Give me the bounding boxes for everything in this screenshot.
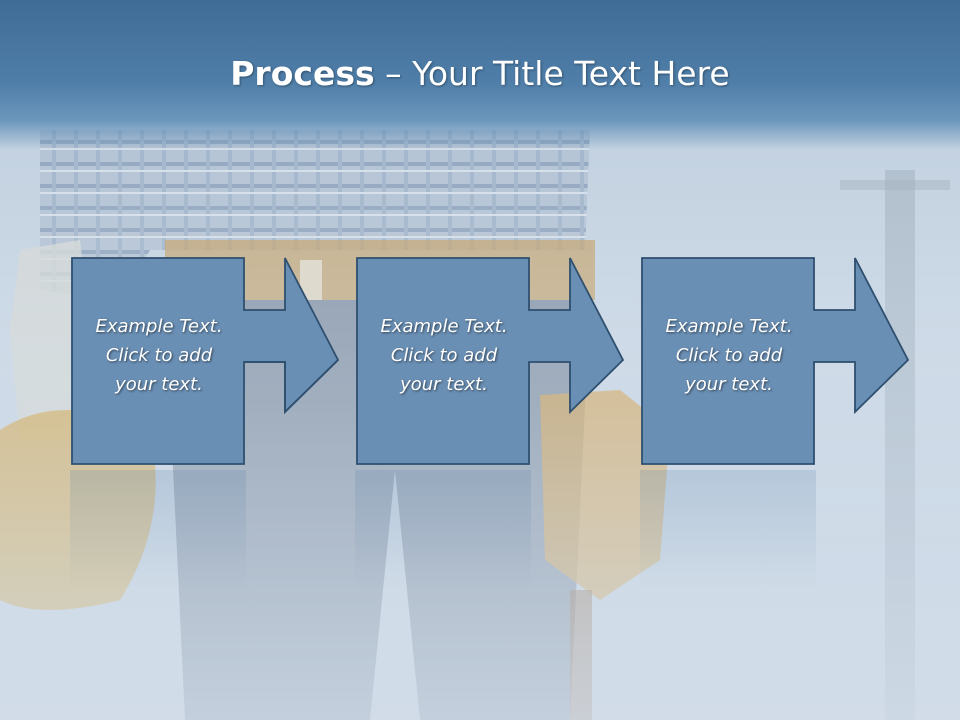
- step-2-line-3: your text.: [400, 374, 488, 395]
- step-2-text: Example Text. Click to add your text.: [359, 312, 529, 399]
- title-bold-part: Process: [230, 54, 375, 93]
- step-1-arrow-shape: [71, 257, 340, 465]
- step-3-line-1: Example Text.: [665, 316, 793, 337]
- step-1-reflection: [70, 470, 246, 590]
- step-1-line-3: your text.: [115, 374, 203, 395]
- step-1-line-2: Click to add: [105, 345, 213, 366]
- step-2-arrow-shape: [356, 257, 625, 465]
- step-3-arrow-shape: [641, 257, 910, 465]
- process-step-2[interactable]: Example Text. Click to add your text.: [355, 256, 625, 468]
- title-band: [0, 0, 960, 150]
- step-2-reflection: [355, 470, 531, 590]
- process-step-3[interactable]: Example Text. Click to add your text.: [640, 256, 910, 468]
- step-3-text: Example Text. Click to add your text.: [644, 312, 814, 399]
- process-step-1[interactable]: Example Text. Click to add your text.: [70, 256, 340, 468]
- step-2-line-2: Click to add: [390, 345, 498, 366]
- step-1-line-1: Example Text.: [95, 316, 223, 337]
- step-1-text: Example Text. Click to add your text.: [74, 312, 244, 399]
- step-3-reflection: [640, 470, 816, 590]
- step-3-line-2: Click to add: [675, 345, 783, 366]
- step-3-line-3: your text.: [685, 374, 773, 395]
- step-2-line-1: Example Text.: [380, 316, 508, 337]
- title-rest-part: – Your Title Text Here: [374, 54, 730, 93]
- slide-title[interactable]: Process – Your Title Text Here: [0, 52, 960, 96]
